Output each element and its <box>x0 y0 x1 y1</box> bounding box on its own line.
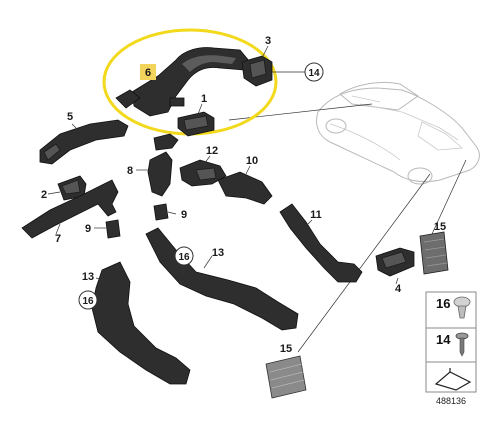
callout-16-upper: 16 <box>178 252 190 263</box>
part-8-duct-piece[interactable] <box>147 151 173 197</box>
leader-line <box>167 211 177 215</box>
callout-16-upper-circle[interactable] <box>174 246 194 266</box>
part-9-clip-lower[interactable] <box>105 219 121 239</box>
leader-line <box>181 265 185 277</box>
callout-2: 2 <box>41 189 47 201</box>
part-9-clip-upper[interactable] <box>153 203 169 221</box>
leader-line <box>431 159 467 235</box>
callout-3: 3 <box>265 35 271 47</box>
leader-line <box>203 255 213 269</box>
part-15-grille-upper[interactable] <box>419 231 449 275</box>
part-2-side-vent[interactable] <box>57 175 87 201</box>
legend-cell-symbol[interactable] <box>425 361 477 393</box>
callout-8: 8 <box>127 165 133 177</box>
callout-13-upper: 13 <box>212 247 224 259</box>
clip-icon <box>453 296 471 319</box>
part-6-label-bg <box>140 64 156 80</box>
callout-11: 11 <box>310 209 322 221</box>
part-6-air-duct[interactable] <box>115 47 251 117</box>
callout-4: 4 <box>395 283 402 295</box>
callout-16-lower-circle[interactable] <box>78 290 98 310</box>
part-3-vent-housing[interactable] <box>241 55 273 87</box>
callout-15-lower: 15 <box>280 343 292 355</box>
leader-line <box>197 103 203 115</box>
part-5-side-duct[interactable] <box>39 119 129 165</box>
legend-number-14: 14 <box>436 332 451 347</box>
part-7-lower-duct[interactable] <box>21 179 119 239</box>
part-13-floor-duct-upper[interactable] <box>145 227 299 331</box>
leader-line <box>95 277 105 281</box>
callout-16-lower: 16 <box>82 296 94 307</box>
leader-line <box>55 223 61 235</box>
leader-line <box>245 165 251 175</box>
part-11-rear-duct[interactable] <box>279 203 363 283</box>
callout-15-upper: 15 <box>434 221 446 233</box>
leader-line <box>297 173 431 353</box>
legend-cell-16[interactable] <box>425 291 477 329</box>
callout-5: 5 <box>67 111 73 123</box>
leader-line <box>47 191 61 195</box>
part-10-duct[interactable] <box>217 171 273 205</box>
part-12-duct[interactable] <box>179 159 227 187</box>
callout-10: 10 <box>246 155 258 167</box>
part-13-floor-duct-lower[interactable] <box>91 261 191 385</box>
legend-panel: 16 14 488136 <box>425 291 477 406</box>
callout-13-lower: 13 <box>82 271 94 283</box>
leader-line <box>203 155 211 165</box>
legend-number-16: 16 <box>436 296 450 311</box>
screw-icon <box>455 332 469 357</box>
arrow-symbol-icon <box>434 368 472 391</box>
leader-line <box>261 45 269 59</box>
leader-line <box>305 219 313 227</box>
part-4-rear-vent[interactable] <box>375 247 415 277</box>
callout-9-lower: 9 <box>85 223 91 235</box>
car-outline <box>316 81 480 185</box>
part-15-grille-lower[interactable] <box>265 355 307 399</box>
callout-7: 7 <box>55 233 61 245</box>
part-1-center-vent[interactable] <box>177 111 215 137</box>
leader-line <box>71 123 79 131</box>
leader-line <box>395 277 399 285</box>
callout-12: 12 <box>206 145 218 157</box>
callout-14-circle[interactable] <box>304 62 324 82</box>
callout-6: 6 <box>145 67 151 79</box>
diagram-code: 488136 <box>436 396 466 406</box>
callout-9-upper: 9 <box>181 209 187 221</box>
callout-14: 14 <box>308 68 320 79</box>
part-connector[interactable] <box>153 133 179 151</box>
callout-1: 1 <box>201 93 207 105</box>
legend-cell-14[interactable] <box>425 327 477 363</box>
